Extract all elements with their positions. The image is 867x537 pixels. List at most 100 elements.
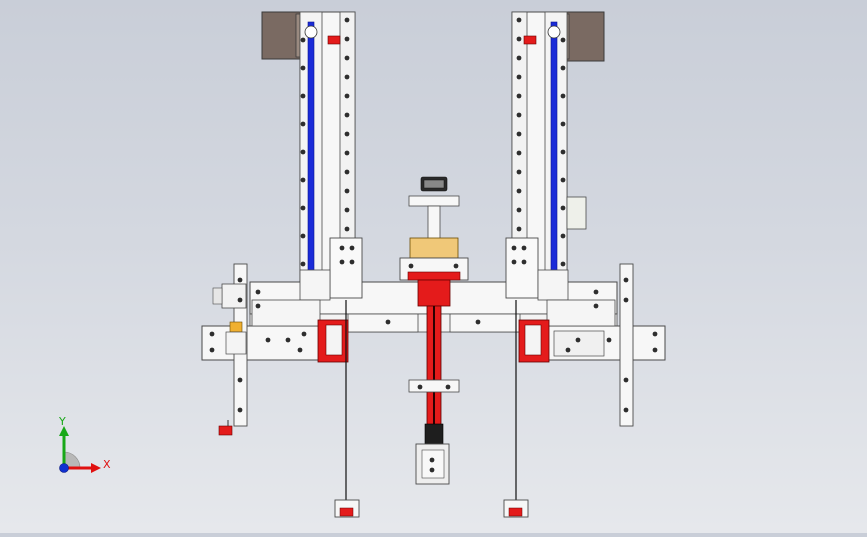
- bolt-icon: [339, 259, 345, 265]
- bolt-icon: [429, 457, 435, 463]
- bolt-icon: [516, 74, 522, 80]
- z-axis-dot: [59, 463, 69, 473]
- right-wing-plate[interactable]: [546, 299, 666, 361]
- left-motor[interactable]: [261, 11, 303, 60]
- bolt-icon: [652, 347, 658, 353]
- right-vertical-rail[interactable]: [619, 263, 634, 427]
- bolt-icon: [565, 347, 571, 353]
- bolt-icon: [408, 263, 414, 269]
- bolt-icon: [560, 261, 566, 267]
- bolt-icon: [297, 347, 303, 353]
- right-hanging-cable: [503, 300, 529, 518]
- bolt-icon: [300, 65, 306, 71]
- bolt-icon: [511, 259, 517, 265]
- bolt-icon: [265, 337, 271, 343]
- bolt-icon: [623, 407, 629, 413]
- left-lower-sensor[interactable]: [218, 420, 233, 436]
- bolt-icon: [516, 112, 522, 118]
- centre-red-block[interactable]: [417, 279, 451, 307]
- bolt-icon: [516, 17, 522, 23]
- right-side-bracket[interactable]: [566, 196, 587, 230]
- bolt-icon: [300, 261, 306, 267]
- bolt-icon: [300, 177, 306, 183]
- bolt-icon: [606, 337, 612, 343]
- bolt-icon: [344, 226, 350, 232]
- bolt-icon: [516, 36, 522, 42]
- bolt-icon: [255, 303, 261, 309]
- bolt-icon: [516, 55, 522, 61]
- left-top-sensor[interactable]: [327, 35, 341, 45]
- centre-shaft-clamp[interactable]: [408, 379, 460, 393]
- bolt-icon: [593, 303, 599, 309]
- right-top-sensor[interactable]: [523, 35, 537, 45]
- bolt-icon: [237, 407, 243, 413]
- left-gripper-unit[interactable]: [212, 283, 247, 355]
- bolt-icon: [209, 347, 215, 353]
- bolt-icon: [300, 149, 306, 155]
- bolt-icon: [349, 245, 355, 251]
- bolt-icon: [300, 93, 306, 99]
- bolt-icon: [475, 319, 481, 325]
- bolt-icon: [516, 150, 522, 156]
- right-motor[interactable]: [562, 11, 605, 62]
- bolt-icon: [560, 121, 566, 127]
- bolt-icon: [344, 74, 350, 80]
- bolt-icon: [429, 467, 435, 473]
- bolt-icon: [344, 17, 350, 23]
- centre-gripper[interactable]: [415, 423, 450, 485]
- left-wing-plate[interactable]: [201, 299, 321, 361]
- bolt-icon: [349, 259, 355, 265]
- bolt-icon: [344, 169, 350, 175]
- bolt-icon: [301, 331, 307, 337]
- bolt-icon: [445, 384, 451, 390]
- bolt-icon: [344, 131, 350, 137]
- bolt-icon: [344, 207, 350, 213]
- bolt-icon: [516, 207, 522, 213]
- axis-triad[interactable]: Y X: [58, 415, 111, 473]
- bolt-icon: [560, 65, 566, 71]
- bolt-icon: [344, 150, 350, 156]
- bolt-icon: [417, 384, 423, 390]
- right-cylinder-block[interactable]: [518, 319, 550, 363]
- bolt-icon: [521, 259, 527, 265]
- bolt-icon: [385, 319, 391, 325]
- bolt-icon: [560, 37, 566, 43]
- bolt-icon: [516, 169, 522, 175]
- centre-shaft[interactable]: [426, 305, 442, 427]
- bolt-icon: [560, 233, 566, 239]
- bolt-icon: [339, 245, 345, 251]
- centre-bearing-housing[interactable]: [399, 237, 469, 281]
- assembly-bolts: [209, 245, 658, 473]
- bolt-icon: [237, 277, 243, 283]
- bolt-icon: [521, 245, 527, 251]
- bolt-icon: [453, 263, 459, 269]
- y-axis-arrowhead: [59, 426, 69, 436]
- bolt-icon: [623, 277, 629, 283]
- bolt-icon: [344, 112, 350, 118]
- bolt-icon: [560, 177, 566, 183]
- left-cylinder-block[interactable]: [317, 319, 349, 363]
- x-axis-label: X: [103, 458, 111, 471]
- bolt-icon: [300, 233, 306, 239]
- bolt-icon: [300, 205, 306, 211]
- bolt-icon: [652, 331, 658, 337]
- bolt-icon: [344, 36, 350, 42]
- bolt-icon: [285, 337, 291, 343]
- bolt-icon: [300, 121, 306, 127]
- left-hanging-cable: [334, 300, 360, 518]
- bolt-icon: [623, 377, 629, 383]
- bolt-icon: [623, 297, 629, 303]
- bolt-icon: [516, 226, 522, 232]
- bolt-icon: [560, 93, 566, 99]
- left-column-bolts: [300, 17, 350, 270]
- centre-pulley[interactable]: [408, 176, 460, 241]
- bolt-icon: [209, 331, 215, 337]
- bolt-icon: [560, 149, 566, 155]
- bolt-icon: [516, 131, 522, 137]
- bolt-icon: [516, 188, 522, 194]
- bolt-icon: [511, 245, 517, 251]
- y-axis-label: Y: [58, 415, 66, 428]
- bolt-icon: [344, 93, 350, 99]
